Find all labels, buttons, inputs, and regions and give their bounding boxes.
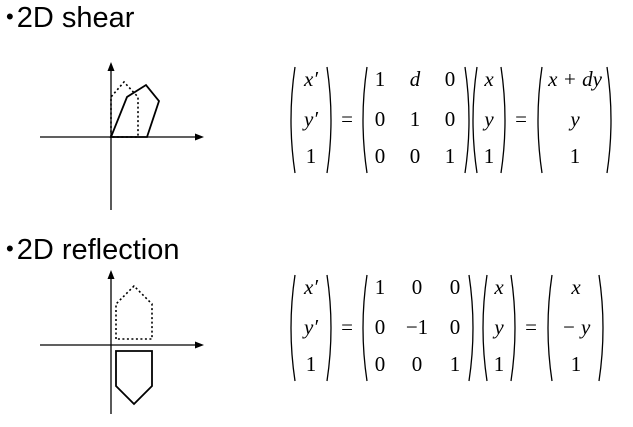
equals-sign: = bbox=[525, 315, 537, 339]
vector-one: 1 bbox=[494, 352, 505, 376]
section-title-shear: •2D shear bbox=[6, 0, 134, 35]
matrix-cell: 0 bbox=[412, 275, 423, 299]
section-title-text: 2D reflection bbox=[16, 234, 180, 266]
result-x: x + dy bbox=[547, 67, 602, 91]
matrix-cell: 0 bbox=[375, 144, 386, 168]
sheared-shape bbox=[109, 83, 161, 138]
equals-sign: = bbox=[515, 107, 527, 131]
vector-x: x bbox=[483, 67, 494, 91]
section-title-reflection: •2D reflection bbox=[6, 232, 180, 267]
result-x: x bbox=[570, 275, 581, 299]
matrix-cell: 0 bbox=[445, 67, 456, 91]
matrix-brackets bbox=[290, 66, 612, 174]
matrix-cell: 1 bbox=[375, 275, 386, 299]
result-y: − y bbox=[562, 315, 591, 339]
reflection-matrix-equation: x′ y′ 1 = 1 0 0 0 −1 0 0 0 1 x y 1 = x −… bbox=[287, 273, 617, 388]
original-shape-dotted bbox=[110, 80, 139, 138]
matrix-cell: 1 bbox=[375, 67, 386, 91]
result-one: 1 bbox=[571, 352, 582, 376]
matrix-cell: 0 bbox=[375, 352, 386, 376]
matrix-cell: 0 bbox=[450, 275, 461, 299]
result-y: y bbox=[568, 107, 580, 131]
bullet-point: • bbox=[6, 4, 14, 29]
lhs-y-prime: y′ bbox=[302, 315, 318, 339]
matrix-cell: 0 bbox=[375, 107, 386, 131]
shear-figure bbox=[38, 60, 208, 220]
matrix-cell: d bbox=[410, 67, 421, 91]
vector-one: 1 bbox=[484, 144, 495, 168]
lhs-one: 1 bbox=[306, 144, 317, 168]
matrix-cell: 1 bbox=[450, 352, 461, 376]
lhs-one: 1 bbox=[306, 352, 317, 376]
matrix-cell: −1 bbox=[406, 315, 428, 339]
matrix-cell: 0 bbox=[450, 315, 461, 339]
equals-sign: = bbox=[341, 315, 353, 339]
section-title-text: 2D shear bbox=[16, 2, 135, 34]
lhs-x-prime: x′ bbox=[303, 67, 318, 91]
equals-sign: = bbox=[341, 107, 353, 131]
vector-x: x bbox=[493, 275, 504, 299]
bullet-point: • bbox=[6, 236, 14, 261]
shear-matrix-equation: x′ y′ 1 = 1 d 0 0 1 0 0 0 1 x y 1 = x + … bbox=[287, 65, 617, 180]
lhs-y-prime: y′ bbox=[302, 107, 318, 131]
coordinate-axes bbox=[40, 62, 204, 210]
result-one: 1 bbox=[570, 144, 581, 168]
reflected-shape bbox=[115, 350, 153, 406]
original-shape-dotted bbox=[115, 284, 153, 340]
coordinate-axes bbox=[40, 270, 204, 414]
matrix-cell: 0 bbox=[375, 315, 386, 339]
matrix-cell: 0 bbox=[410, 144, 421, 168]
vector-y: y bbox=[482, 107, 494, 131]
matrix-cell: 0 bbox=[445, 107, 456, 131]
vector-y: y bbox=[492, 315, 504, 339]
matrix-cell: 1 bbox=[410, 107, 421, 131]
matrix-brackets bbox=[290, 274, 604, 382]
lhs-x-prime: x′ bbox=[303, 275, 318, 299]
matrix-cell: 1 bbox=[445, 144, 456, 168]
matrix-cell: 0 bbox=[412, 352, 423, 376]
reflection-figure bbox=[38, 268, 208, 423]
